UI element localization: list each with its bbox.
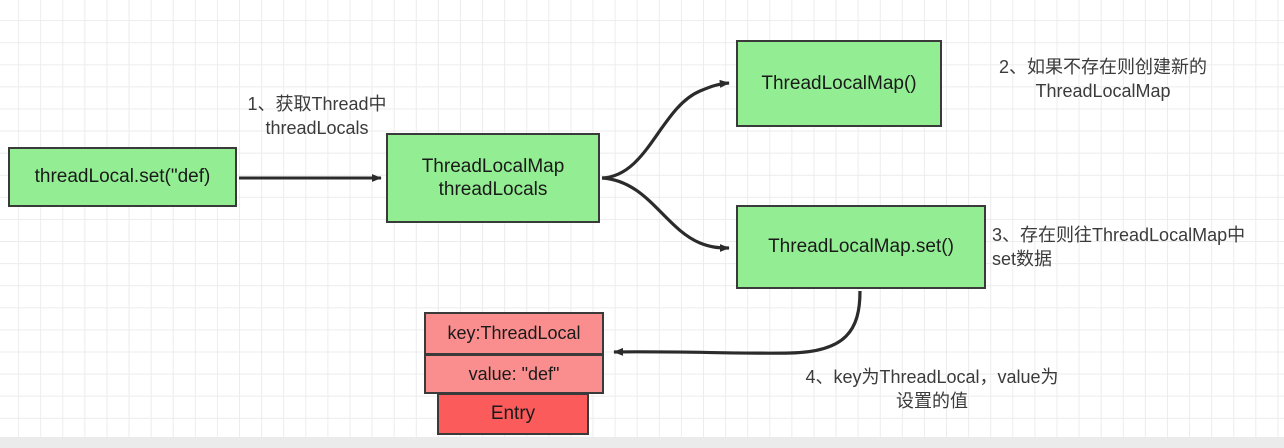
annotation-step-1: 1、获取Thread中 threadLocals bbox=[247, 94, 387, 138]
edge-threadlocals-to-mapset bbox=[601, 176, 730, 252]
edge-mapset-to-entry bbox=[613, 290, 862, 356]
entry-key-row[interactable]: key:ThreadLocal bbox=[424, 312, 604, 355]
edge-threadlocals-to-ctor bbox=[601, 79, 730, 180]
entry-footer-label[interactable]: Entry bbox=[437, 393, 589, 435]
annotation-step-4: 4、key为ThreadLocal，value为 设置的值 bbox=[805, 367, 1059, 411]
annotation-step-3: 3、存在则往ThreadLocalMap中 set数据 bbox=[992, 225, 1246, 269]
node-threadlocalmap-threadlocals[interactable]: ThreadLocalMap threadLocals bbox=[386, 133, 600, 223]
node-threadlocalmap-constructor[interactable]: ThreadLocalMap() bbox=[736, 40, 942, 127]
annotation-step-2: 2、如果不存在则创建新的 ThreadLocalMap bbox=[998, 57, 1207, 101]
entry-value-row[interactable]: value: "def" bbox=[424, 354, 604, 394]
node-threadlocalmap-set[interactable]: ThreadLocalMap.set() bbox=[736, 205, 986, 289]
node-threadlocal-set[interactable]: threadLocal.set("def) bbox=[8, 147, 237, 207]
bottom-strip bbox=[0, 437, 1284, 448]
